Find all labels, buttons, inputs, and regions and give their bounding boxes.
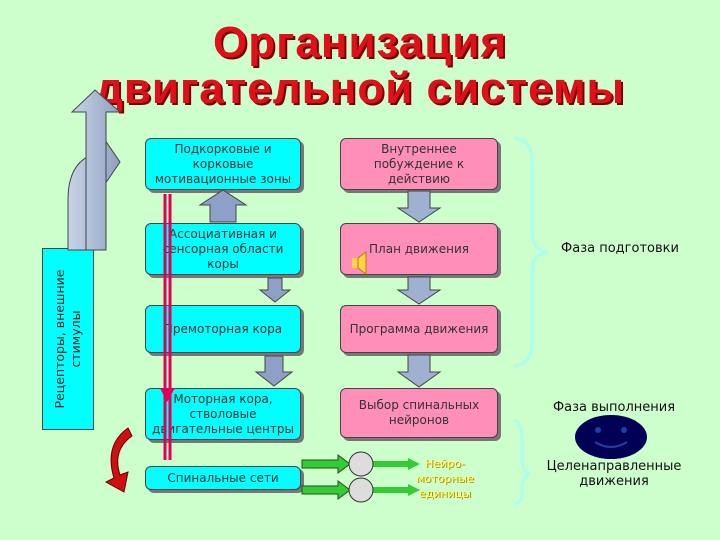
box-premotor-cortex-label: Премоторная кора: [163, 321, 283, 336]
box-motor-cortex: Моторная кора, стволовые двигательные це…: [145, 388, 301, 440]
arrow-down-plan-to-program: [396, 276, 442, 305]
box-spinal-neuron-selection: Выбор спинальных нейронов: [340, 388, 498, 438]
green-arrow-lower: [301, 480, 420, 500]
smiley-face-icon: [575, 415, 647, 459]
box-motor-cortex-label: Моторная кора, стволовые двигательные це…: [152, 391, 294, 436]
box-internal-drive-label: Внутреннее побуждение к действию: [373, 141, 465, 186]
phase-preparation-label: Фаза подготовки: [561, 241, 679, 256]
title-line-1: Организация: [212, 18, 508, 67]
box-movement-program: Программа движения: [340, 305, 498, 353]
feedback-curved-arrow: [104, 427, 133, 493]
box-movement-plan-label: План движения: [369, 241, 469, 256]
speaker-icon: [352, 251, 367, 275]
box-internal-drive: Внутреннее побуждение к действию: [340, 138, 498, 190]
arrow-down-associative-to-premotor: [258, 277, 292, 303]
phase-execution-label: Фаза выполнения: [552, 400, 676, 415]
box-associative-cortex-label: Ассоциативная и сенсорная области коры: [162, 226, 284, 271]
receptors-curved-arrow: [67, 89, 122, 251]
box-motivational-zones: Подкорковые и корковые мотивационные зон…: [145, 138, 301, 190]
box-movement-program-label: Программа движения: [349, 321, 489, 336]
box-spinal-networks-label: Спинальные сети: [167, 470, 279, 485]
neuromotor-units-label: Нейро- моторные единицы: [416, 457, 474, 500]
execution-brace: [513, 418, 531, 506]
green-arrow-upper: [301, 454, 420, 474]
box-motivational-zones-label: Подкорковые и корковые мотивационные зон…: [154, 141, 292, 186]
arrow-down-program-to-selection: [396, 354, 442, 388]
arrow-up-associative-to-motivational: [198, 189, 248, 223]
highlight-line: [160, 194, 175, 460]
neuron-circles: [348, 451, 374, 503]
arrow-down-drive-to-plan: [396, 190, 442, 223]
preparation-brace: [513, 136, 549, 368]
goal-directed-movements-label: Целенаправленные движения: [546, 459, 682, 489]
arrow-down-premotor-to-motor: [254, 355, 294, 387]
box-spinal-neuron-selection-label: Выбор спинальных нейронов: [358, 398, 480, 427]
title-line-2: двигательной системы: [94, 64, 626, 113]
box-spinal-networks: Спинальные сети: [145, 466, 301, 490]
